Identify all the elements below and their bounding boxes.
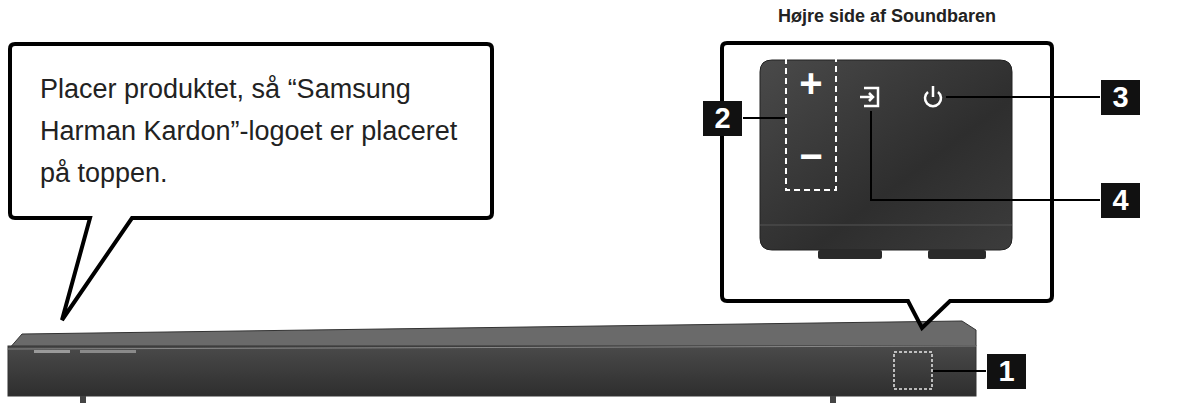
callout-number: 3: [1101, 80, 1140, 115]
side-panel: [760, 56, 1012, 259]
outline-shape: [722, 43, 1052, 328]
callout-number: 2: [703, 101, 742, 136]
button-symbol: +: [799, 63, 822, 103]
sensor-area: [894, 352, 932, 389]
zoom-inset: Højre side af Soundbaren: [722, 43, 1052, 301]
speech-bubble: Placer produktet, så “Samsung Harman Kar…: [10, 44, 492, 218]
power-icon: [925, 86, 941, 106]
volume-buttons-outline: [786, 56, 836, 190]
button-symbol: −: [799, 136, 822, 176]
callout-text: Placer produktet, så “Samsung Harman Kar…: [40, 68, 462, 194]
callout-number: 4: [1101, 183, 1140, 218]
outline-shape: [10, 44, 492, 320]
inset-heading: Højre side af Soundbaren: [702, 5, 1072, 27]
outline: [722, 43, 1052, 301]
soundbar: [8, 321, 976, 403]
callout-number: 1: [987, 354, 1026, 389]
input-icon: [860, 88, 878, 106]
